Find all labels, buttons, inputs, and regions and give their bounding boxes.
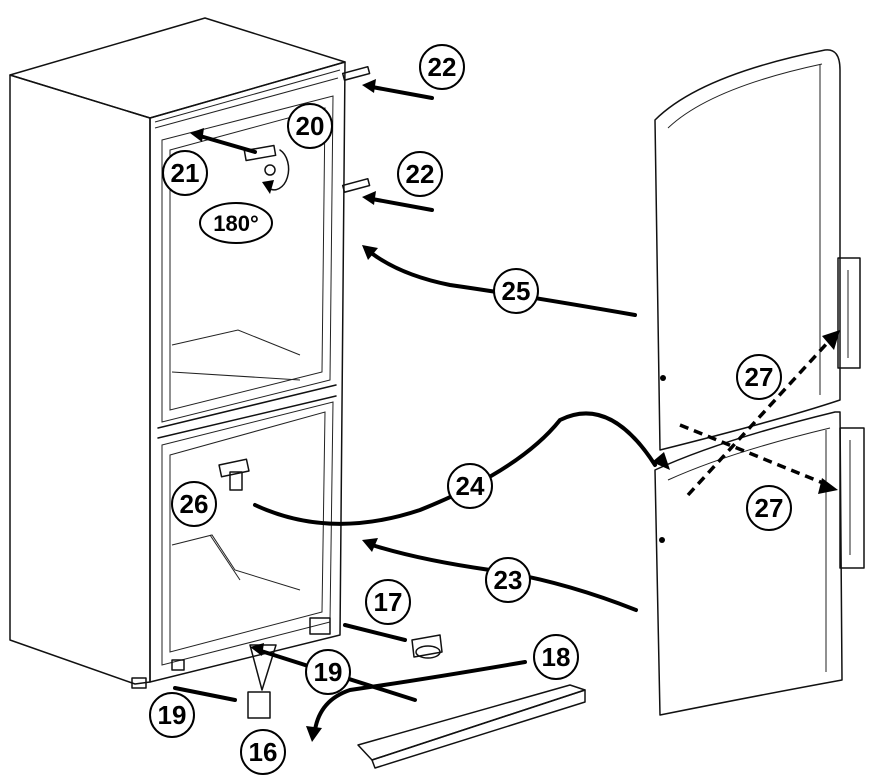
callout-22-top: 22 (419, 44, 465, 90)
base-cover (357, 684, 586, 769)
callout-21: 21 (162, 150, 208, 196)
callout-25: 25 (493, 268, 539, 314)
hinge-pin (341, 65, 371, 193)
callout-label: 22 (406, 159, 435, 189)
callout-18: 18 (533, 634, 579, 680)
callout-label: 21 (171, 158, 200, 188)
callout-label: 24 (456, 471, 485, 501)
lower-door (654, 411, 865, 716)
callout-20: 20 (287, 103, 333, 149)
callout-19-left: 19 (149, 692, 195, 738)
cabinet-foot (131, 677, 147, 689)
rotation-label: 180° (213, 211, 259, 236)
rotation-indicator (262, 149, 290, 194)
upper-door (654, 49, 861, 451)
callout-label: 27 (755, 493, 784, 523)
fridge-cabinet (9, 17, 346, 689)
callout-label: 25 (502, 276, 531, 306)
callout-26: 26 (171, 481, 217, 527)
movement-arrows (173, 79, 840, 742)
callout-19-right: 19 (305, 649, 351, 695)
cabinet-foot (171, 659, 185, 671)
rotation-label-badge: 180° (199, 202, 273, 244)
callout-23: 23 (485, 557, 531, 603)
lower-hinge-pin (411, 634, 443, 659)
cabinet-side (9, 74, 151, 685)
upper-hinge (243, 144, 277, 176)
callout-27-top: 27 (736, 354, 782, 400)
callout-label: 17 (374, 587, 403, 617)
callout-label: 26 (180, 489, 209, 519)
freezer-compartment (161, 401, 334, 666)
callout-label: 18 (542, 642, 571, 672)
callout-label: 16 (249, 737, 278, 767)
upper-door-handle (837, 257, 861, 369)
callout-label: 19 (314, 657, 343, 687)
fridge-compartment (161, 95, 334, 423)
callout-label: 19 (158, 700, 187, 730)
middle-hinge (218, 458, 250, 491)
cabinet-top (9, 17, 346, 119)
cabinet-foot (309, 617, 331, 635)
callout-27-bottom: 27 (746, 485, 792, 531)
callout-label: 23 (494, 565, 523, 595)
cabinet-front (149, 61, 346, 683)
callout-label: 27 (745, 362, 774, 392)
callout-22-lower: 22 (397, 151, 443, 197)
callout-17: 17 (365, 579, 411, 625)
callout-label: 22 (428, 52, 457, 82)
callout-24: 24 (447, 463, 493, 509)
lower-door-handle (839, 427, 865, 569)
callout-16: 16 (240, 729, 286, 775)
callout-label: 20 (296, 111, 325, 141)
